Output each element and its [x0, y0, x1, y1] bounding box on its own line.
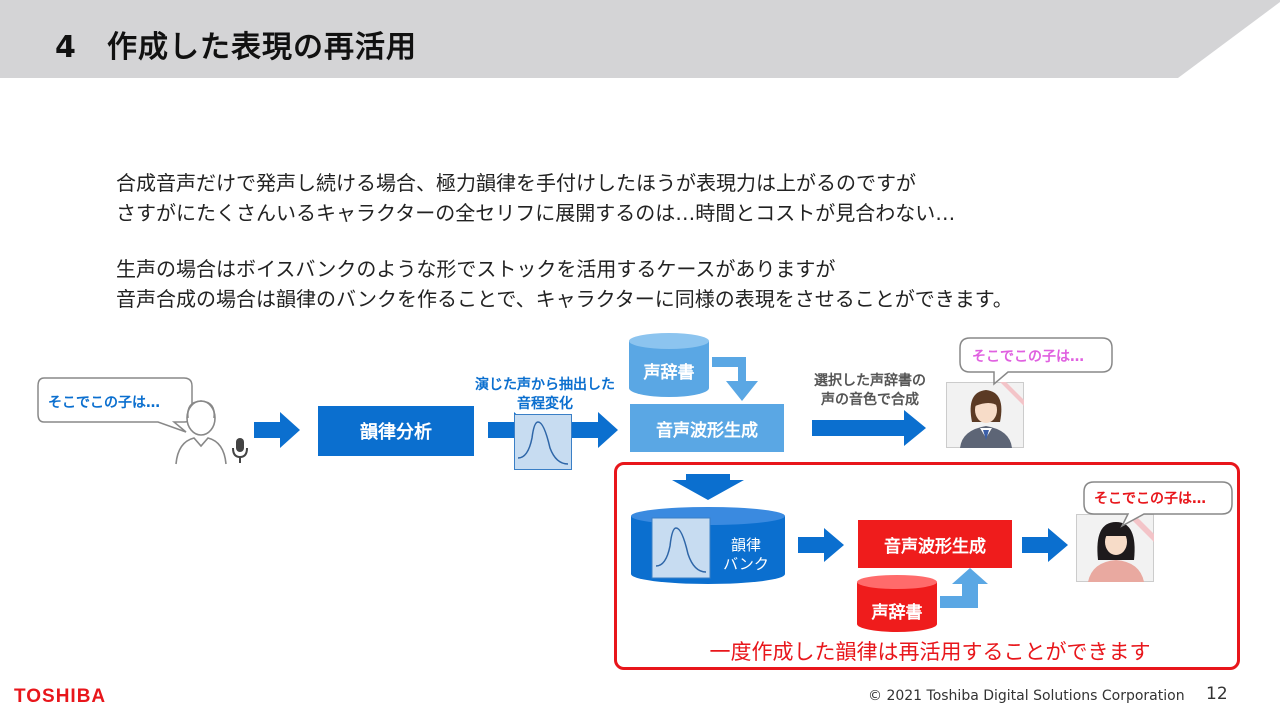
reuse-message: 一度作成した韻律は再活用することができます	[709, 640, 1151, 664]
bent-arrow-up-icon	[940, 568, 988, 608]
arrow-right-long-icon	[812, 410, 926, 446]
bubble-text-character-1: そこでこの子は…	[972, 349, 1084, 365]
bubble-text-human: そこでこの子は…	[48, 395, 160, 411]
prosody-analysis-box: 韻律分析	[318, 406, 474, 456]
arrow-right-icon	[1022, 528, 1068, 562]
arrow-down-icon	[672, 474, 744, 500]
prosody-bank-label-2: バンク	[723, 555, 769, 573]
waveform-generation-box-bottom: 音声波形生成	[858, 520, 1012, 568]
prosody-bank-cylinder	[631, 507, 785, 584]
speech-bubble-character-2	[1083, 481, 1233, 528]
body-line-3: 生声の場合はボイスバンクのような形でストックを活用するケースがありますが	[116, 257, 836, 281]
arrow-right-icon	[572, 412, 618, 448]
arrow-right-icon	[254, 412, 300, 448]
waveform-generation-box-top: 音声波形生成	[630, 404, 784, 452]
prosody-bank-label-1: 韻律	[730, 536, 761, 554]
person-icon	[175, 400, 227, 465]
voice-dictionary-cylinder-red	[857, 575, 937, 632]
voice-dictionary-label: 声辞書	[643, 363, 695, 383]
character-portrait-1	[946, 382, 1024, 448]
voice-dictionary-label-red: 声辞書	[871, 603, 923, 623]
microphone-icon	[232, 438, 248, 463]
speech-bubble-character-1	[959, 337, 1113, 386]
arrow-right-icon	[798, 528, 844, 562]
pitch-curve-graph	[514, 414, 572, 470]
section-number: 4	[55, 30, 77, 65]
toshiba-logo: TOSHIBA	[14, 686, 107, 707]
body-line-4: 音声合成の場合は韻律のバンクを作ることで、キャラクターに同様の表現をさせることが…	[116, 287, 1013, 311]
extracted-caption-line-1: 演じた声から抽出した	[475, 377, 615, 393]
page-title: 4 作成した表現の再活用	[55, 22, 417, 66]
header-banner	[0, 0, 1280, 78]
selected-caption-line-2: 声の音色で合成	[821, 392, 919, 408]
selected-caption-line-1: 選択した声辞書の	[814, 373, 926, 389]
voice-dictionary-cylinder	[629, 333, 709, 397]
speech-bubble-human	[37, 377, 193, 433]
page-number: 12	[1206, 684, 1228, 704]
body-line-1: 合成音声だけで発声し続ける場合、極力韻律を手付けしたほうが表現力は上がるのですが	[116, 171, 916, 195]
character-portrait-2	[1076, 514, 1154, 582]
copyright-text: © 2021 Toshiba Digital Solutions Corpora…	[868, 688, 1185, 704]
title-text: 作成した表現の再活用	[107, 30, 417, 65]
bubble-text-character-2: そこでこの子は…	[1094, 491, 1206, 507]
extracted-caption-line-2: 音程変化	[517, 396, 573, 412]
reuse-section-frame	[614, 462, 1240, 670]
bent-arrow-icon	[712, 357, 758, 401]
body-line-2: さすがにたくさんいるキャラクターの全セリフに展開するのは…時間とコストが見合わな…	[116, 201, 956, 225]
